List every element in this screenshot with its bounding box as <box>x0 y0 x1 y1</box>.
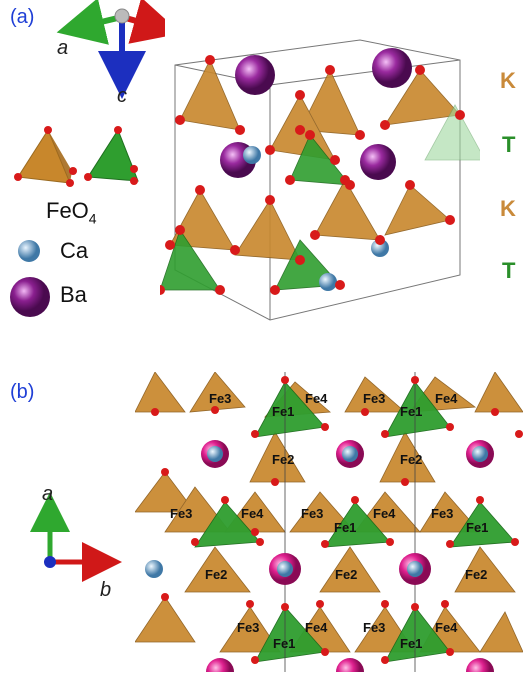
legend-feo4-label: FeO4 <box>46 198 97 227</box>
green-tetrahedra-b <box>194 381 516 663</box>
layer-label-1: K <box>500 68 516 93</box>
axis-b-b-label: b <box>100 579 111 600</box>
fe-label: Fe3 <box>363 620 385 635</box>
calcium-atoms <box>243 146 389 291</box>
fe-label: Fe4 <box>305 620 328 635</box>
layer-label-3: K <box>500 196 516 221</box>
fe-label: Fe3 <box>363 391 385 406</box>
oxygen-atoms-b <box>151 376 523 664</box>
panel-a-label: (a) <box>10 6 35 28</box>
green-tetrahedron-faded <box>424 104 480 161</box>
legend-ca-icon <box>18 240 40 262</box>
layer-label-4: T <box>502 258 516 283</box>
calcium-atoms-b <box>207 446 488 577</box>
fe-label: Fe3 <box>209 391 231 406</box>
fe-label: Fe4 <box>305 391 328 406</box>
legend-orange-tetrahedron <box>14 126 77 187</box>
fe-label: Fe3 <box>237 620 259 635</box>
fe-label: Fe2 <box>205 567 227 582</box>
fe-label: Fe1 <box>272 404 294 419</box>
fe-label: Fe2 <box>272 452 294 467</box>
oxygen-atoms <box>160 55 465 295</box>
fe-label: Fe4 <box>435 391 458 406</box>
orange-tetrahedra <box>169 59 461 261</box>
crystal-structure-b: Fe3 Fe1 Fe4 Fe3 Fe1 Fe4 Fe2 Fe2 Fe3 Fe4 … <box>135 372 523 672</box>
fe-label: Fe1 <box>400 404 422 419</box>
legend-ba-icon <box>10 277 50 317</box>
crystal-structure-a <box>160 39 480 321</box>
fe-label: Fe1 <box>273 636 295 651</box>
barium-atoms <box>220 48 412 180</box>
fe-label: Fe4 <box>435 620 458 635</box>
legend-tetrahedra <box>14 126 139 187</box>
fe-label: Fe4 <box>373 506 396 521</box>
axis-origin <box>114 8 130 24</box>
axis-triad-b: a b <box>30 483 122 600</box>
fe-label: Fe1 <box>334 520 356 535</box>
axis-a-label: a <box>57 37 68 59</box>
fe-label: Fe3 <box>431 506 453 521</box>
fe-label: Fe1 <box>466 520 488 535</box>
stray-calcium-atom <box>145 560 163 578</box>
layer-label-2: T <box>502 132 516 157</box>
legend-ca-label: Ca <box>60 238 89 263</box>
axis-b-origin <box>44 556 56 568</box>
legend-ba-label: Ba <box>60 282 87 307</box>
fe-label: Fe4 <box>241 506 264 521</box>
fe-label: Fe2 <box>400 452 422 467</box>
axis-triad-a: a b c <box>56 0 165 107</box>
fe-site-labels: Fe3 Fe1 Fe4 Fe3 Fe1 Fe4 Fe2 Fe2 Fe3 Fe4 … <box>170 391 488 651</box>
axis-c-label: c <box>117 85 127 107</box>
fe-label: Fe3 <box>301 506 323 521</box>
panel-b-label: (b) <box>10 381 35 403</box>
axis-b-a-label: a <box>42 483 53 505</box>
fe-label: Fe2 <box>465 567 487 582</box>
orange-tetrahedra-b <box>135 372 523 653</box>
unit-cell-lines-b <box>284 372 416 672</box>
legend-green-tetrahedron <box>84 126 139 185</box>
fe-label: Fe1 <box>400 636 422 651</box>
fe-label: Fe3 <box>170 506 192 521</box>
fe-label: Fe2 <box>335 567 357 582</box>
